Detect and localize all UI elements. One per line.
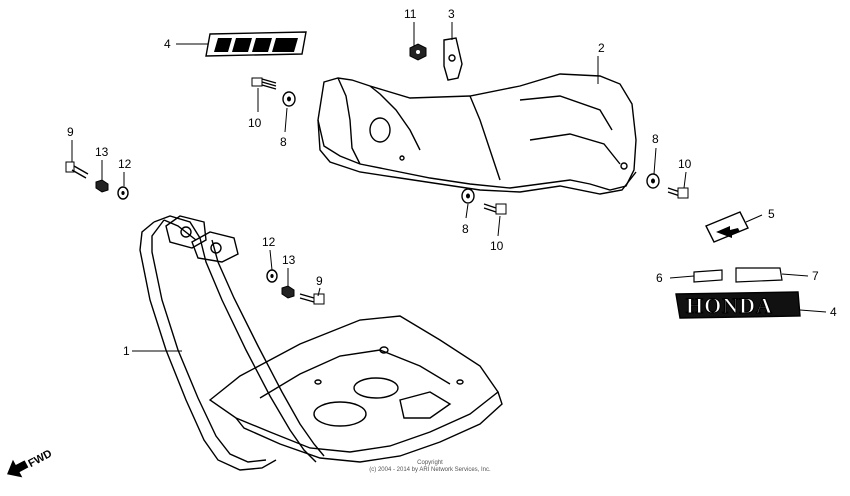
emblem-decal-part-4-upper (205, 31, 307, 57)
callout-9-b: 9 (316, 274, 323, 288)
bolt-part-10-c (667, 187, 689, 199)
nut-part-11 (409, 43, 427, 61)
washer-part-8-c (646, 173, 660, 189)
callout-labels: 1 2 3 4 4 5 6 7 8 8 8 9 9 10 10 10 11 12… (67, 7, 837, 358)
bolt-part-10-a (251, 77, 277, 90)
callout-10-a: 10 (248, 116, 262, 130)
callout-10-c: 10 (678, 157, 692, 171)
nut-part-13-b (281, 285, 295, 299)
callout-9-a: 9 (67, 125, 74, 139)
callout-8-c: 8 (652, 132, 659, 146)
fwd-direction-indicator: FWD (7, 448, 54, 478)
bolt-part-10-b (483, 203, 507, 215)
callout-13-b: 13 (282, 253, 296, 267)
callout-3: 3 (448, 7, 455, 21)
stripe-decal-part-6 (693, 269, 723, 283)
copyright-line-1: Copyright (417, 460, 443, 466)
callout-4-upper: 4 (164, 37, 171, 51)
stripe-decal-part-7 (735, 267, 783, 283)
leader-lines (71, 22, 827, 352)
callout-2: 2 (598, 41, 605, 55)
callout-1: 1 (123, 344, 130, 358)
callout-11: 11 (404, 7, 417, 21)
callout-5: 5 (768, 207, 775, 221)
honda-emblem-text: HONDA (686, 293, 773, 318)
frame-rack-part-1 (139, 215, 503, 471)
clip-part-3 (443, 37, 463, 81)
bolt-part-9-b (299, 293, 325, 305)
washer-part-12-a (117, 186, 129, 200)
fwd-label: FWD (26, 448, 54, 470)
callout-12-a: 12 (118, 157, 132, 171)
washer-part-12-b (266, 269, 278, 283)
callout-12-b: 12 (262, 235, 276, 249)
arrow-decal-part-5 (705, 211, 749, 243)
fwd-arrow-icon (7, 459, 29, 478)
rear-fender-part-2 (317, 73, 637, 195)
callout-8-a: 8 (280, 135, 287, 149)
callout-13-a: 13 (95, 145, 109, 159)
washer-part-8-b (461, 188, 475, 204)
callout-8-b: 8 (462, 222, 469, 236)
copyright-line-2: (c) 2004 - 2014 by ARI Network Services,… (369, 467, 491, 473)
nut-part-13-a (95, 179, 109, 193)
bolt-part-9-a (65, 161, 89, 179)
callout-6: 6 (656, 271, 663, 285)
callout-4-lower: 4 (830, 305, 837, 319)
honda-emblem-part-4-lower: HONDA (675, 291, 801, 319)
callout-10-b: 10 (490, 239, 504, 253)
copyright-notice: Copyright (c) 2004 - 2014 by ARI Network… (300, 460, 560, 474)
callout-7: 7 (812, 269, 819, 283)
washer-part-8-a (282, 91, 296, 107)
